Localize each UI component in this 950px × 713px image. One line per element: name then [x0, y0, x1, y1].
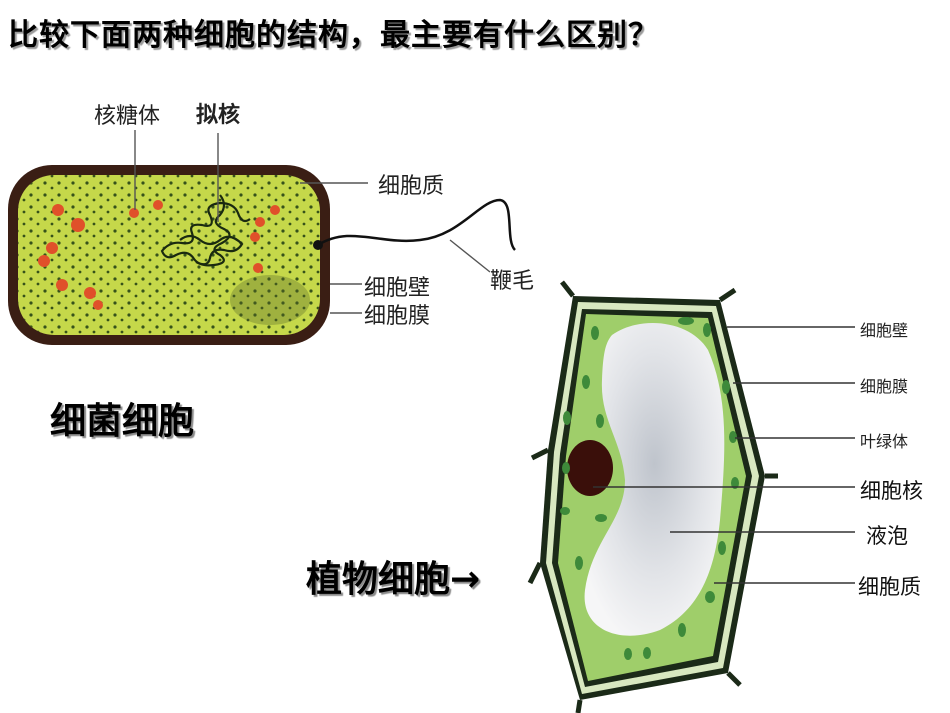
- chloroplasts: [560, 317, 739, 660]
- label-nucleus: 细胞核: [860, 479, 923, 503]
- label-plant-cytoplasm: 细胞质: [858, 575, 921, 599]
- label-flagellum: 鞭毛: [490, 269, 535, 294]
- label-nucleoid: 拟核: [196, 103, 241, 128]
- label-ribosome: 核糖体: [94, 104, 161, 129]
- nucleoid-dna: [160, 194, 251, 267]
- ribosome-dots: [38, 200, 280, 310]
- caption-plant-cell-text: 植物细胞: [306, 559, 451, 600]
- caption-plant-cell: 植物细胞→: [306, 550, 480, 602]
- caption-bacterial-cell: 细菌细胞: [50, 401, 195, 442]
- arrow-right-icon: →: [450, 559, 481, 600]
- label-bacterial-cell-wall: 细胞壁: [364, 276, 431, 301]
- page-title: 比较下面两种细胞的结构，最主要有什么区别？: [8, 18, 659, 53]
- flagellum: [317, 198, 517, 251]
- label-bacterial-cytoplasm: 细胞质: [378, 174, 445, 199]
- nucleus: [567, 440, 613, 496]
- label-chloroplast: 叶绿体: [860, 432, 909, 451]
- vacuole: [584, 323, 725, 636]
- label-plant-cell-wall: 细胞壁: [860, 321, 909, 340]
- label-vacuole: 液泡: [866, 524, 908, 548]
- label-plant-cell-membrane: 细胞膜: [860, 377, 909, 396]
- label-bacterial-cell-membrane: 细胞膜: [364, 304, 431, 329]
